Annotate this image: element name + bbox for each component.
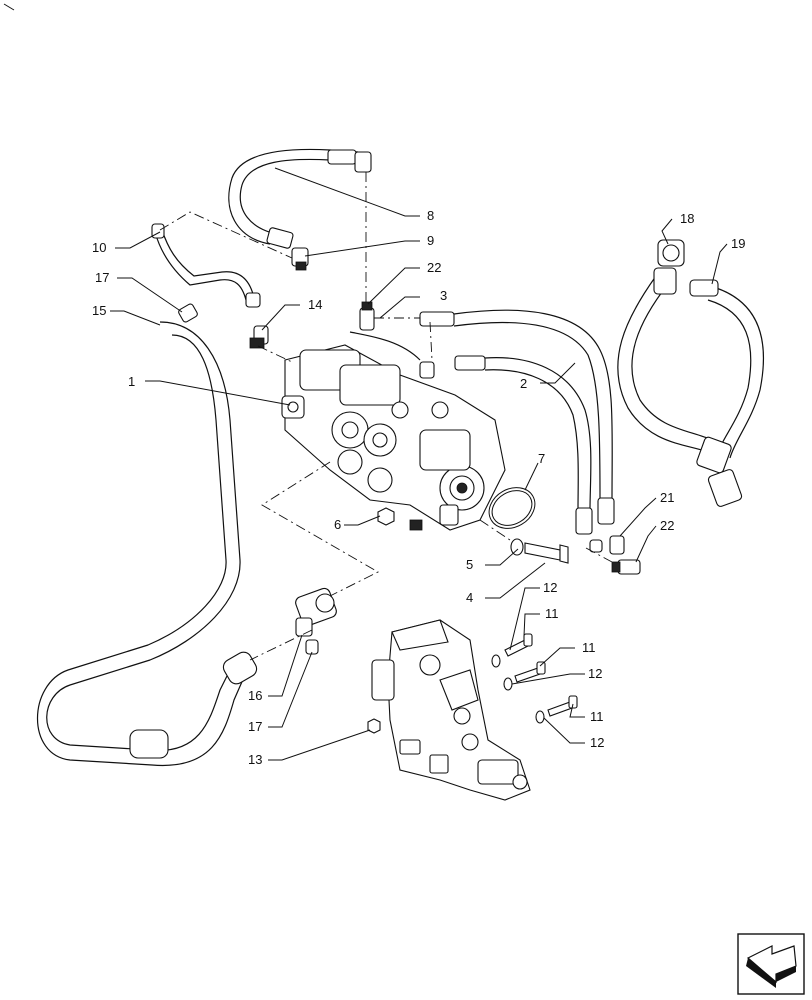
callout-19: 19 [731, 236, 745, 251]
callouts: 1 2 3 4 5 6 7 8 9 10 11 11 11 12 12 12 1… [92, 208, 745, 767]
callout-1: 1 [128, 374, 135, 389]
tube-pilot [349, 331, 421, 361]
callout-18: 18 [680, 211, 694, 226]
washer-12-middle [503, 677, 513, 691]
callout-8: 8 [427, 208, 434, 223]
callout-14: 14 [308, 297, 322, 312]
washer-5 [510, 538, 524, 556]
callout-2: 2 [520, 376, 527, 391]
fitting-17-lower [305, 639, 319, 655]
leader-lines [110, 167, 728, 761]
alignment-lines [159, 172, 613, 661]
bolt-11-upper [504, 633, 533, 657]
fitting-9 [291, 247, 309, 271]
callout-5: 5 [466, 557, 473, 572]
callout-12c: 12 [590, 735, 604, 750]
callout-11b: 11 [582, 640, 596, 655]
fitting-22-lower [611, 559, 641, 575]
washer-12-upper [491, 654, 501, 668]
bolt-4 [524, 542, 569, 564]
callout-11a: 11 [545, 606, 559, 621]
control-valve-block [371, 619, 531, 801]
callout-10: 10 [92, 240, 106, 255]
callout-21: 21 [660, 490, 674, 505]
hose-2 [454, 355, 593, 535]
callout-17a: 17 [95, 270, 109, 285]
callout-13: 13 [248, 752, 262, 767]
callout-17b: 17 [248, 719, 262, 734]
o-ring-7 [488, 487, 536, 529]
corner-mark [3, 3, 15, 11]
fitting-21 [589, 535, 625, 555]
hose-3 [419, 309, 615, 525]
nut-6 [377, 507, 395, 526]
callout-16: 16 [248, 688, 262, 703]
washer-12-lower [535, 710, 545, 724]
callout-9: 9 [427, 233, 434, 248]
hose-19 [617, 267, 765, 507]
callout-3: 3 [440, 288, 447, 303]
nut-13 [367, 718, 381, 734]
callout-12a: 12 [543, 580, 557, 595]
fitting-17-upper [178, 303, 198, 323]
callout-4: 4 [466, 590, 473, 605]
fitting-18 [657, 239, 685, 267]
callout-11c: 11 [590, 709, 604, 724]
callout-22a: 22 [427, 260, 441, 275]
callout-15: 15 [92, 303, 106, 318]
pump-assembly-1 [281, 344, 506, 531]
stud [409, 519, 423, 531]
hose-8 [228, 148, 372, 249]
bolt-11-middle [514, 661, 546, 683]
callout-6: 6 [334, 517, 341, 532]
callout-22b: 22 [660, 518, 674, 533]
swivel-fitting-16 [295, 587, 337, 637]
callout-7: 7 [538, 451, 545, 466]
fitting-22-upper [359, 301, 375, 331]
fitting-14 [249, 325, 269, 349]
callout-12b: 12 [588, 666, 602, 681]
suction-hose-15 [37, 321, 258, 767]
arrow-navigation-icon[interactable] [737, 933, 805, 995]
